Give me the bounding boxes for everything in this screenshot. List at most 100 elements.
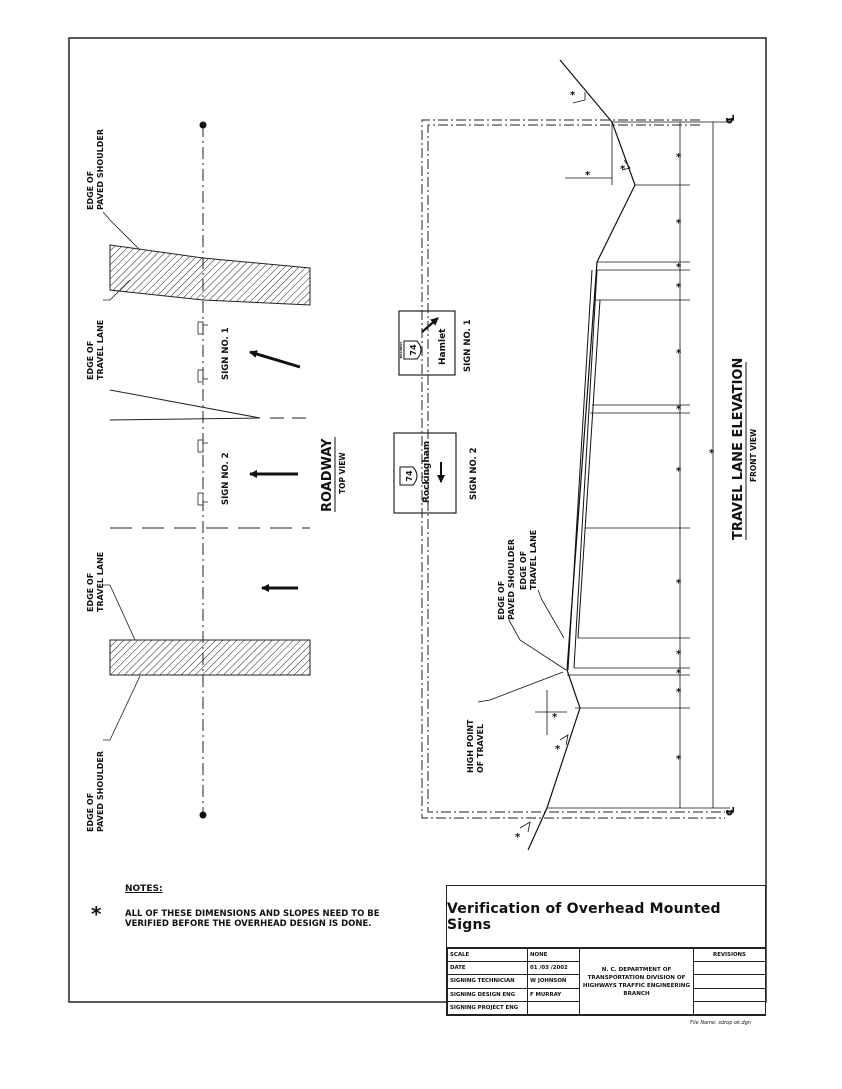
tb-row-project-eng: SIGNING PROJECT ENG <box>447 1000 766 1016</box>
label-sign-no-2-top: SIGN NO. 2 <box>221 452 231 505</box>
tb-revisions: REVISIONS <box>693 947 766 963</box>
clearance-envelope-inner <box>427 124 725 813</box>
file-name: File Name: sdrop ok.dgn <box>690 1020 752 1026</box>
travel-lane-surface-3 <box>577 299 601 639</box>
ground-profile <box>527 59 636 851</box>
dim-star-c11: * <box>676 687 682 698</box>
sign-post-2-topview <box>197 439 208 506</box>
roadway-title: ROADWAY <box>320 438 335 512</box>
dim-star-top-horizontal: * <box>585 170 591 181</box>
tb-label-project-eng: SIGNING PROJECT ENG <box>447 1000 528 1016</box>
tb-label-design-eng: SIGNING DESIGN ENG <box>447 987 528 1002</box>
title-block: Verification of Overhead Mounted Signs S… <box>446 885 766 1016</box>
label-edge-paved-shoulder-top-1: EDGE OF <box>86 171 95 210</box>
travel-lane-elevation: * * * * * * * * * * <box>421 59 758 851</box>
sign-2-destination: Rockingham <box>422 441 432 503</box>
tb-value-design-eng: F MURRAY <box>527 987 580 1002</box>
slope-star-3: * <box>555 744 561 755</box>
centerline-end-dot-top <box>199 121 207 129</box>
tb-label-date: DATE <box>447 961 528 976</box>
lane-arrow-1 <box>249 350 301 369</box>
centerline-symbol-bottom: ℄ <box>724 806 737 816</box>
sign-1-route-tag: BUSINESS <box>399 342 403 359</box>
slope-star-1: * <box>570 90 576 101</box>
travel-lane-surface-1 <box>567 269 593 671</box>
tb-row-scale: SCALE NONE N. C. DEPARTMENT OF TRANSPORT… <box>447 947 766 1015</box>
notes-heading: NOTES: <box>125 884 163 894</box>
leader-lane-top <box>103 279 131 301</box>
slope-tick-2 <box>621 159 631 171</box>
dim-star-c6: * <box>676 404 682 415</box>
dim-star-c10: * <box>676 668 682 679</box>
title-block-table: SCALE NONE N. C. DEPARTMENT OF TRANSPORT… <box>447 947 766 1016</box>
tb-value-date: 01 /03 /2002 <box>527 961 580 976</box>
centerline-end-dot-bottom <box>199 811 207 819</box>
dim-star-c8: * <box>676 578 682 589</box>
elevation-subtitle: FRONT VIEW <box>749 428 758 482</box>
sign-1-destination: Hamlet <box>438 328 448 365</box>
dim-star-c2: * <box>676 218 682 229</box>
label-edge-travel-lane-top-2: TRAVEL LANE <box>96 320 105 380</box>
label-elev-lane-1: EDGE OF <box>519 551 528 590</box>
tb-department: N. C. DEPARTMENT OF TRANSPORTATION DIVIS… <box>579 948 694 1015</box>
lane-taper-line <box>109 389 261 419</box>
label-elev-shoulder-2: PAVED SHOULDER <box>507 539 516 620</box>
title-block-grid: SCALE NONE N. C. DEPARTMENT OF TRANSPORT… <box>447 947 766 1016</box>
sign-2: 74 Rockingham SIGN NO. 2 <box>393 432 479 514</box>
lane-taper-line-2 <box>109 417 261 421</box>
sign-1: 74 BUSINESS Hamlet SIGN NO. 1 <box>398 310 473 376</box>
label-edge-travel-lane-top-1: EDGE OF <box>86 341 95 380</box>
sheet-border <box>68 37 767 1003</box>
dim-star-c9: * <box>676 649 682 660</box>
elevation-title: TRAVEL LANE ELEVATION <box>731 358 746 540</box>
shoulder-hatch-bottom <box>109 639 311 676</box>
leader-shoulder-top <box>102 211 141 251</box>
notes-star: * <box>91 902 102 926</box>
dim-star-total: * <box>709 448 715 459</box>
tb-rev-cell-4 <box>693 1000 766 1016</box>
dim-star-c5: * <box>676 348 682 359</box>
label-sign-no-1-top: SIGN NO. 1 <box>221 327 231 380</box>
tb-value-technician: W JOHNSON <box>527 974 580 989</box>
dim-star-c4: * <box>676 282 682 293</box>
tb-value-scale: NONE <box>527 947 580 963</box>
sign-post-1-topview <box>197 321 208 383</box>
travel-lane-surface-2 <box>573 269 598 669</box>
slope-tick-3 <box>559 734 569 746</box>
centerline-symbol-top: ℄ <box>724 114 737 124</box>
leader-lane-bottom <box>103 584 136 641</box>
sign-1-arrow <box>421 317 439 333</box>
leader-shoulder-bottom <box>103 675 141 741</box>
sign-2-route: 74 <box>405 470 414 482</box>
dim-star-c12: * <box>676 754 682 765</box>
tb-rev-cell-2 <box>693 974 766 989</box>
roadway-top-view: EDGE OF PAVED SHOULDER EDGE OF TRAVEL LA… <box>86 121 347 832</box>
tb-value-project-eng <box>527 1000 580 1016</box>
slope-tick-1 <box>572 92 586 104</box>
sign-2-label: SIGN NO. 2 <box>469 447 479 500</box>
leader-high-point <box>477 671 564 703</box>
tb-rev-cell-1 <box>693 961 766 976</box>
dim-star-bottom-horizontal: * <box>552 712 558 723</box>
label-high-point-1: HIGH POINT <box>466 719 475 773</box>
label-elev-shoulder-1: EDGE OF <box>497 581 506 620</box>
label-edge-travel-lane-bottom-1: EDGE OF <box>86 573 95 612</box>
label-edge-travel-lane-bottom-2: TRAVEL LANE <box>96 552 105 612</box>
leader-elev-lane <box>537 589 565 639</box>
tb-rev-cell-3 <box>693 987 766 1002</box>
label-edge-paved-shoulder-top-2: PAVED SHOULDER <box>96 129 105 210</box>
tb-row-technician: SIGNING TECHNICIAN W JOHNSON <box>447 974 766 989</box>
dim-star-c7: * <box>676 466 682 477</box>
leader-elev-shoulder <box>508 619 567 671</box>
tb-label-technician: SIGNING TECHNICIAN <box>447 974 528 989</box>
sign-1-label: SIGN NO. 1 <box>463 319 473 372</box>
shoulder-hatch-top <box>109 244 311 306</box>
drawing-title: Verification of Overhead Mounted Signs <box>447 886 765 948</box>
label-high-point-2: OF TRAVEL <box>476 724 485 773</box>
notes-text: ALL OF THESE DIMENSIONS AND SLOPES NEED … <box>125 909 380 929</box>
sign-1-route: 74 <box>409 344 418 356</box>
label-edge-paved-shoulder-bottom-2: PAVED SHOULDER <box>96 751 105 832</box>
slope-tick-4 <box>519 821 531 833</box>
dim-star-c1: * <box>676 152 682 163</box>
